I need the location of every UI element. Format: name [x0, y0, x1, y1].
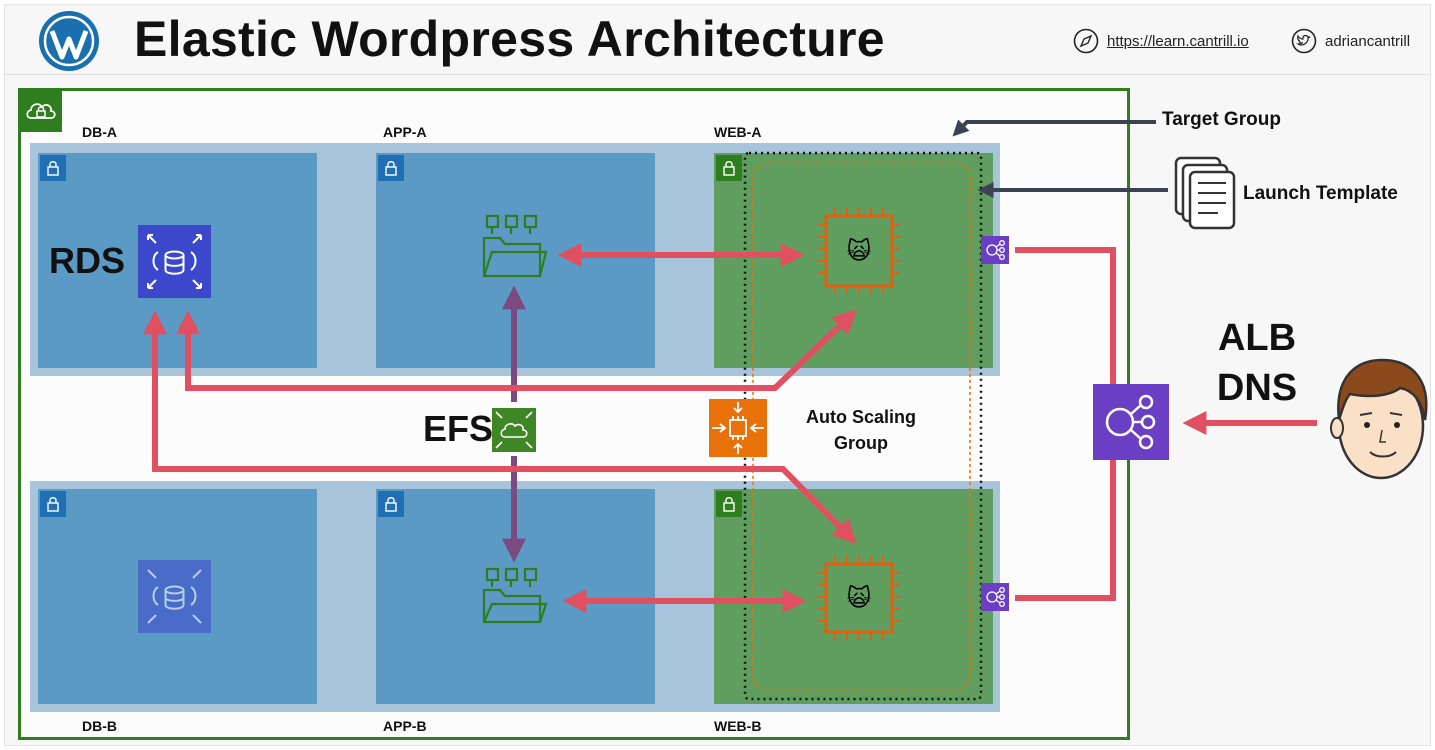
- launch-template-label: Launch Template: [1243, 183, 1398, 204]
- subnet-label-db-b: DB-B: [82, 718, 117, 734]
- efs-label: EFS: [423, 408, 494, 449]
- auto-scaling-icon: [709, 399, 767, 457]
- compass-icon: [1073, 28, 1099, 54]
- target-group-boundary: [743, 151, 983, 701]
- red-flow-arrows: [143, 243, 1317, 613]
- lock-icon: [378, 155, 404, 181]
- rds-primary-icon: [138, 225, 211, 298]
- efs-mount-target-a-icon: [482, 214, 548, 278]
- header-divider: [4, 74, 1431, 75]
- subnet-label-web-a: WEB-A: [714, 124, 762, 140]
- target-group-label: Target Group: [1162, 109, 1281, 130]
- alb-node-b-icon: [981, 583, 1009, 611]
- dark-pointer-arrows: [952, 119, 1168, 198]
- lock-icon: [40, 155, 66, 181]
- subnet-label-db-a: DB-A: [82, 124, 117, 140]
- svg-text:🙀: 🙀: [846, 584, 871, 612]
- website-url[interactable]: https://learn.cantrill.io: [1107, 32, 1249, 50]
- svg-text:🙀: 🙀: [846, 237, 871, 265]
- website-link[interactable]: https://learn.cantrill.io: [1073, 28, 1249, 54]
- launch-template-icon: [1174, 156, 1236, 230]
- efs-mount-target-b-icon: [482, 567, 548, 624]
- asg-label: Auto Scaling Group: [805, 407, 916, 453]
- subnet-label-web-b: WEB-B: [714, 718, 762, 734]
- subnet-label-app-b: APP-B: [383, 718, 427, 734]
- twitter-handle: adriancantrill: [1325, 32, 1411, 50]
- alb-node-a-icon: [981, 236, 1009, 264]
- alb-icon: [1093, 384, 1169, 460]
- vpc-cloud-lock-icon: [20, 90, 62, 132]
- twitter-bird-icon: [1291, 28, 1317, 54]
- rds-standby-icon: [138, 560, 211, 633]
- page-title: Elastic Wordpress Architecture: [134, 11, 885, 67]
- lock-icon: [716, 155, 742, 181]
- lock-glyphs: [47, 161, 735, 512]
- subnet-label-app-a: APP-A: [383, 124, 427, 140]
- rds-label: RDS: [49, 240, 126, 281]
- header: Elastic Wordpress Architecture https://l…: [0, 0, 1435, 76]
- user-avatar-icon: [1330, 358, 1428, 480]
- wordpress-logo-icon: [39, 11, 99, 71]
- ec2-instance-a-icon: 🙀: [818, 208, 900, 294]
- lock-icon: [40, 491, 66, 517]
- alb-dns-label: ALB DNS: [1216, 317, 1298, 409]
- twitter-link[interactable]: adriancantrill: [1291, 28, 1410, 54]
- ec2-instance-b-icon: 🙀: [818, 556, 900, 640]
- efs-icon: [492, 408, 536, 452]
